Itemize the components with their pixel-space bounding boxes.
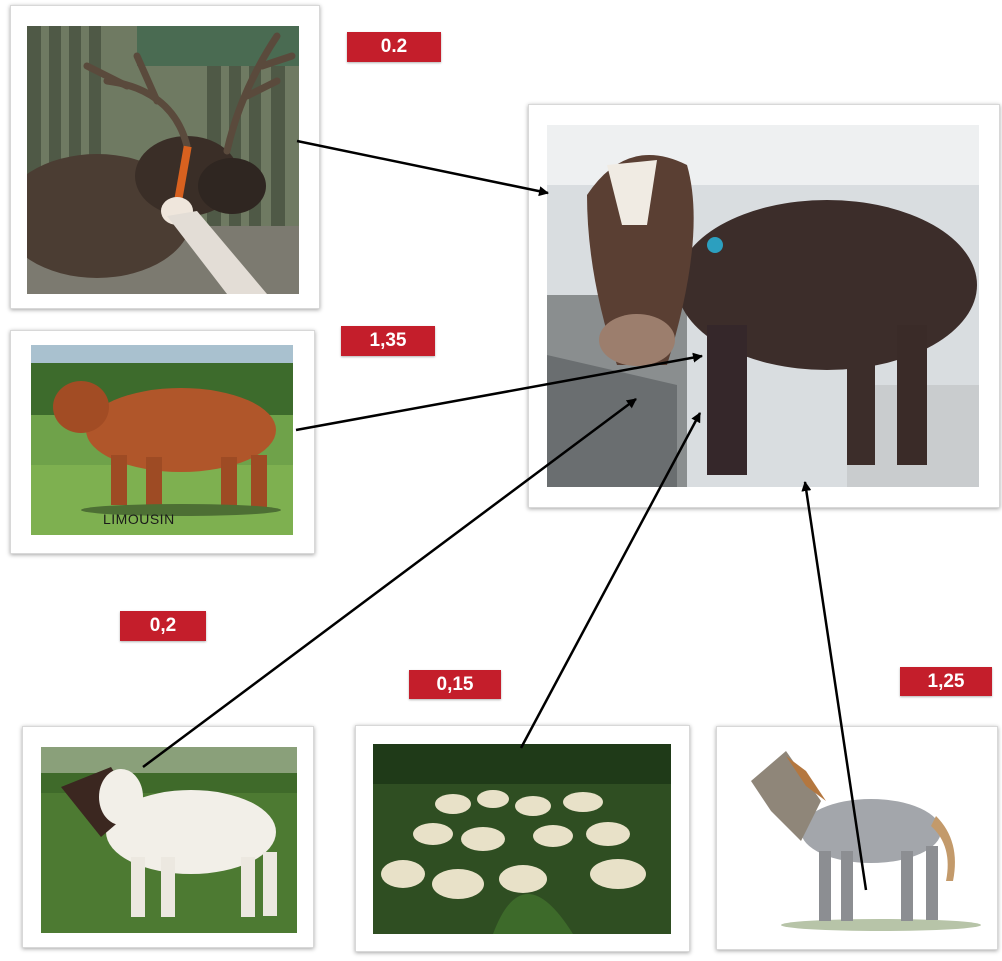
sheep-card xyxy=(355,725,690,952)
deer-card xyxy=(10,5,320,309)
bull-photo xyxy=(31,345,293,535)
deer-value-badge: 0.2 xyxy=(347,32,441,62)
sheep-value-badge: 0,15 xyxy=(409,670,501,699)
goat-value-badge: 0,2 xyxy=(120,611,206,641)
bull-value-badge: 1,35 xyxy=(341,326,435,356)
bull-caption: LIMOUSIN xyxy=(103,511,175,527)
cow-card xyxy=(528,104,1000,508)
horse-card xyxy=(716,726,998,950)
deer-photo xyxy=(27,26,299,294)
goat-photo xyxy=(41,747,297,933)
goat-card xyxy=(22,726,314,948)
bull-card: LIMOUSIN xyxy=(10,330,315,554)
horse-value-badge: 1,25 xyxy=(900,667,992,696)
horse-photo xyxy=(731,741,983,935)
deer-to-cow-arrow xyxy=(296,139,549,197)
cow-photo xyxy=(547,125,979,487)
sheep-photo xyxy=(373,744,671,934)
